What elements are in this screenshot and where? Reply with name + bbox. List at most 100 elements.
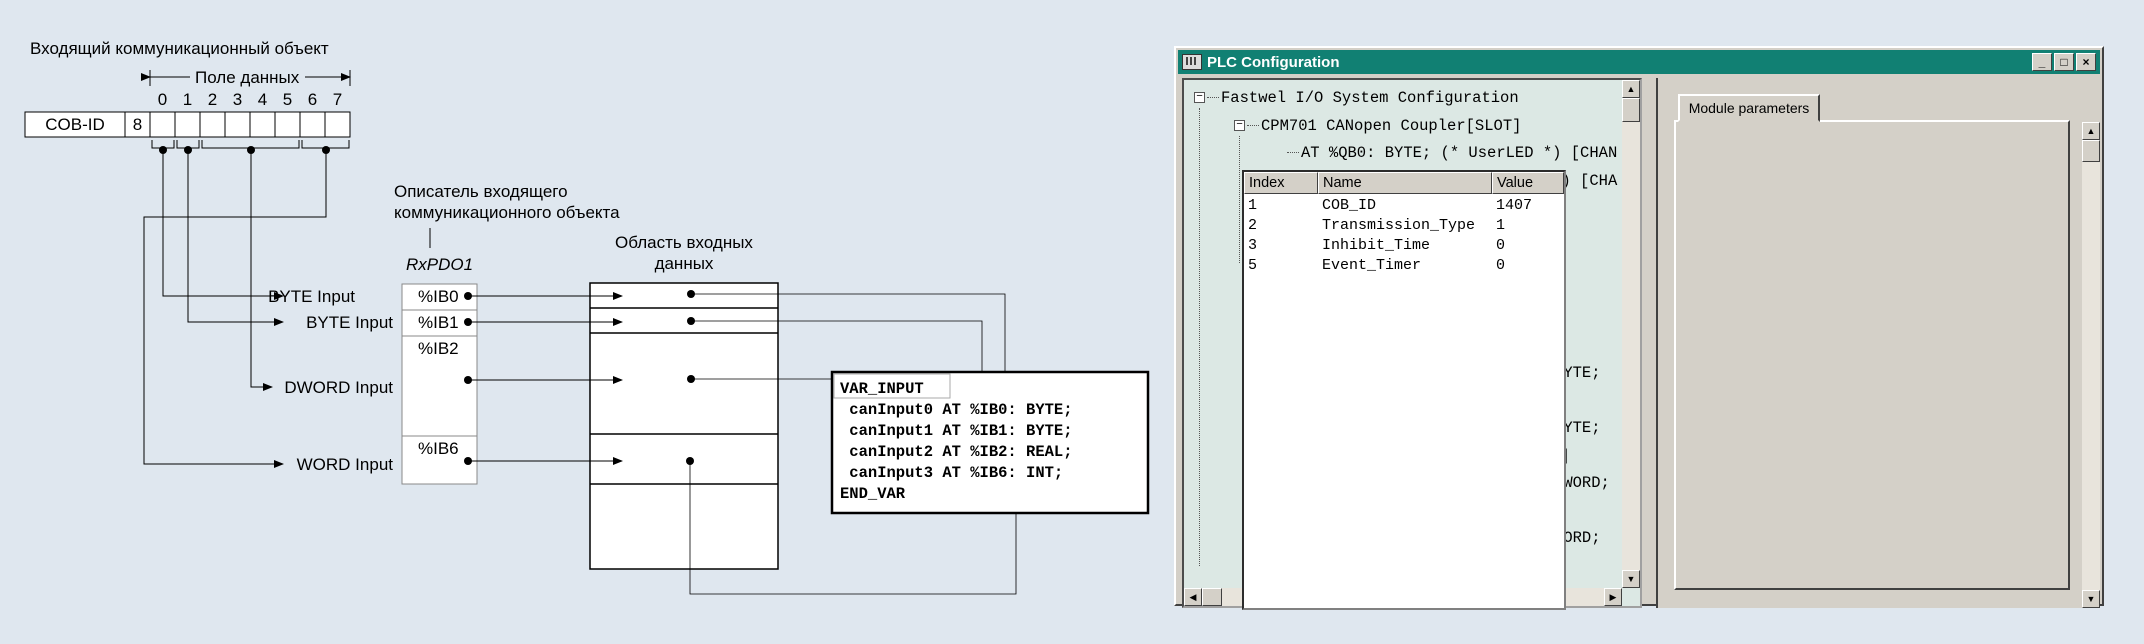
area-line1: Область входных xyxy=(615,233,753,252)
module-parameters-panel xyxy=(1674,120,2070,590)
byte-index-4: 4 xyxy=(258,90,267,109)
param-cell-r2-c1[interactable]: Inhibit_Time xyxy=(1322,237,1431,254)
data-byte-cell-1 xyxy=(174,111,201,138)
data-byte-cell-0 xyxy=(149,111,176,138)
param-cell-r0-c1[interactable]: COB_ID xyxy=(1322,197,1377,214)
param-cell-r1-c2[interactable]: 1 xyxy=(1496,217,1506,234)
param-cell-r0-c0[interactable]: 1 xyxy=(1248,197,1258,214)
tree-connector xyxy=(1247,124,1259,126)
plc-window-title: PLC Configuration xyxy=(1207,53,1340,71)
input-label-0: BYTE Input xyxy=(268,287,355,306)
descriptor-cell-2 xyxy=(401,335,478,437)
tree-node-1[interactable]: − CPM701 CANopen Coupler[SLOT] xyxy=(1234,116,1521,136)
param-cell-r1-c0[interactable]: 2 xyxy=(1248,217,1258,234)
data-byte-cell-4 xyxy=(249,111,276,138)
tree-node-2[interactable]: AT %QB0: BYTE; (* UserLED *) [CHAN xyxy=(1274,143,1617,163)
tree-node-0[interactable]: − Fastwel I/O System Configuration xyxy=(1194,88,1519,108)
tree-guide-line-0 xyxy=(1199,108,1200,566)
address-0: %IB0 xyxy=(418,287,459,306)
plc-app-icon xyxy=(1182,54,1202,70)
module-parameters-table[interactable]: Index Name Value 1 COB_ID 1407 2 Transmissio… xyxy=(1242,170,1566,610)
param-cell-r2-c0[interactable]: 3 xyxy=(1248,237,1258,254)
tree-hscroll-thumb[interactable] xyxy=(1202,588,1222,606)
param-cell-r3-c2[interactable]: 0 xyxy=(1496,257,1506,274)
link-ib0 xyxy=(691,293,1009,402)
params-vertical-scrollbar[interactable]: ▲ ▼ xyxy=(2082,122,2100,608)
byte-index-3: 3 xyxy=(233,90,242,109)
descriptor-line2: коммуникационного объекта xyxy=(394,203,620,222)
scroll-up-arrow-icon[interactable]: ▲ xyxy=(1622,80,1640,98)
descriptor-cell-0 xyxy=(401,283,478,311)
plc-configuration-window[interactable]: PLC Configuration _ □ × − Fastwel I/O Sys… xyxy=(1174,46,2104,610)
code-line-2: canInput1 AT %IB1: BYTE; xyxy=(840,422,1073,440)
code-lines: VAR_INPUT canInput0 AT %IB0: BYTE; canIn… xyxy=(840,380,1073,503)
params-scroll-thumb[interactable] xyxy=(2082,140,2100,162)
address-2: %IB2 xyxy=(418,339,459,358)
params-scroll-up-icon[interactable]: ▲ xyxy=(2082,122,2100,140)
data-byte-cell-7 xyxy=(324,111,351,138)
code-line-4: canInput3 AT %IB6: INT; xyxy=(840,464,1063,482)
tree-scroll-thumb[interactable] xyxy=(1622,98,1640,122)
code-line-1: canInput0 AT %IB0: BYTE; xyxy=(840,401,1073,419)
byte-index-0: 0 xyxy=(158,90,167,109)
byte-index-7: 7 xyxy=(333,90,342,109)
code-line-3: canInput2 AT %IB2: REAL; xyxy=(840,443,1073,461)
param-cell-r3-c1[interactable]: Event_Timer xyxy=(1322,257,1422,274)
tree-node-label: CPM701 CANopen Coupler[SLOT] xyxy=(1261,116,1522,135)
maximize-icon[interactable]: □ xyxy=(2054,53,2074,71)
code-line-0: VAR_INPUT xyxy=(840,380,924,398)
input-label-3: WORD Input xyxy=(297,455,394,474)
param-cell-r0-c2[interactable]: 1407 xyxy=(1496,197,1533,214)
pdo-mapping-diagram: Входящий коммуникационный объект Поле да… xyxy=(24,39,1150,595)
data-byte-cells xyxy=(149,111,351,138)
collapse-icon[interactable]: − xyxy=(1234,119,1245,131)
route-bytes6-7 xyxy=(143,150,327,468)
scroll-left-arrow-icon[interactable]: ◀ xyxy=(1184,588,1202,606)
column-header-index[interactable]: Index xyxy=(1244,172,1318,194)
byte-index-2: 2 xyxy=(208,90,217,109)
var-input-code-box xyxy=(830,370,1150,515)
code-line-5: END_VAR xyxy=(840,485,906,503)
plc-titlebar[interactable]: PLC Configuration _ □ × xyxy=(1178,50,2100,74)
data-byte-cell-3 xyxy=(224,111,251,138)
column-header-value[interactable]: Value xyxy=(1492,172,1564,194)
cob-id-cell xyxy=(24,111,126,138)
param-cell-r3-c0[interactable]: 5 xyxy=(1248,257,1258,274)
address-3: %IB6 xyxy=(418,439,459,458)
params-scroll-down-icon[interactable]: ▼ xyxy=(2082,590,2100,608)
close-icon[interactable]: × xyxy=(2076,53,2096,71)
tab-module-parameters[interactable]: Module parameters xyxy=(1678,94,1820,122)
scroll-right-arrow-icon[interactable]: ▶ xyxy=(1604,588,1622,606)
collapse-icon[interactable]: − xyxy=(1194,92,1205,104)
param-cell-r1-c1[interactable]: Transmission_Type xyxy=(1322,217,1476,234)
data-field-label: Поле данных xyxy=(195,68,300,87)
tree-node-label: AT %QB0: BYTE; (* UserLED *) [CHAN xyxy=(1301,144,1618,162)
scroll-down-arrow-icon[interactable]: ▼ xyxy=(1622,570,1640,588)
rxpdo-label: RxPDO1 xyxy=(406,255,473,274)
tree-node-label: Fastwel I/O System Configuration xyxy=(1221,89,1519,107)
minimize-icon[interactable]: _ xyxy=(2032,53,2052,71)
tree-guide-line-1 xyxy=(1239,135,1240,263)
tree-connector xyxy=(1287,152,1299,154)
data-byte-cell-6 xyxy=(299,111,326,138)
dlc-cell xyxy=(124,111,151,138)
data-byte-cell-2 xyxy=(199,111,226,138)
data-byte-cell-5 xyxy=(274,111,301,138)
tree-connector xyxy=(1207,97,1219,99)
byte-index-1: 1 xyxy=(183,90,192,109)
address-1: %IB1 xyxy=(418,313,459,332)
byte-index-6: 6 xyxy=(308,90,317,109)
parameters-pane: Module parameters ▲ ▼ xyxy=(1656,78,2100,608)
tree-vertical-scrollbar[interactable]: ▲ ▼ xyxy=(1622,80,1640,588)
cob-id-label: COB-ID xyxy=(45,115,105,134)
param-cell-r2-c2[interactable]: 0 xyxy=(1496,237,1506,254)
incoming-object-title: Входящий коммуникационный объект xyxy=(30,39,329,58)
area-line2: данных xyxy=(655,254,714,273)
column-header-name[interactable]: Name xyxy=(1318,172,1492,194)
link-ib6 xyxy=(689,461,1020,595)
route-byte0 xyxy=(162,150,284,300)
input-label-1: BYTE Input xyxy=(306,313,393,332)
route-bytes2-5 xyxy=(250,150,273,391)
input-label-2: DWORD Input xyxy=(284,378,393,397)
